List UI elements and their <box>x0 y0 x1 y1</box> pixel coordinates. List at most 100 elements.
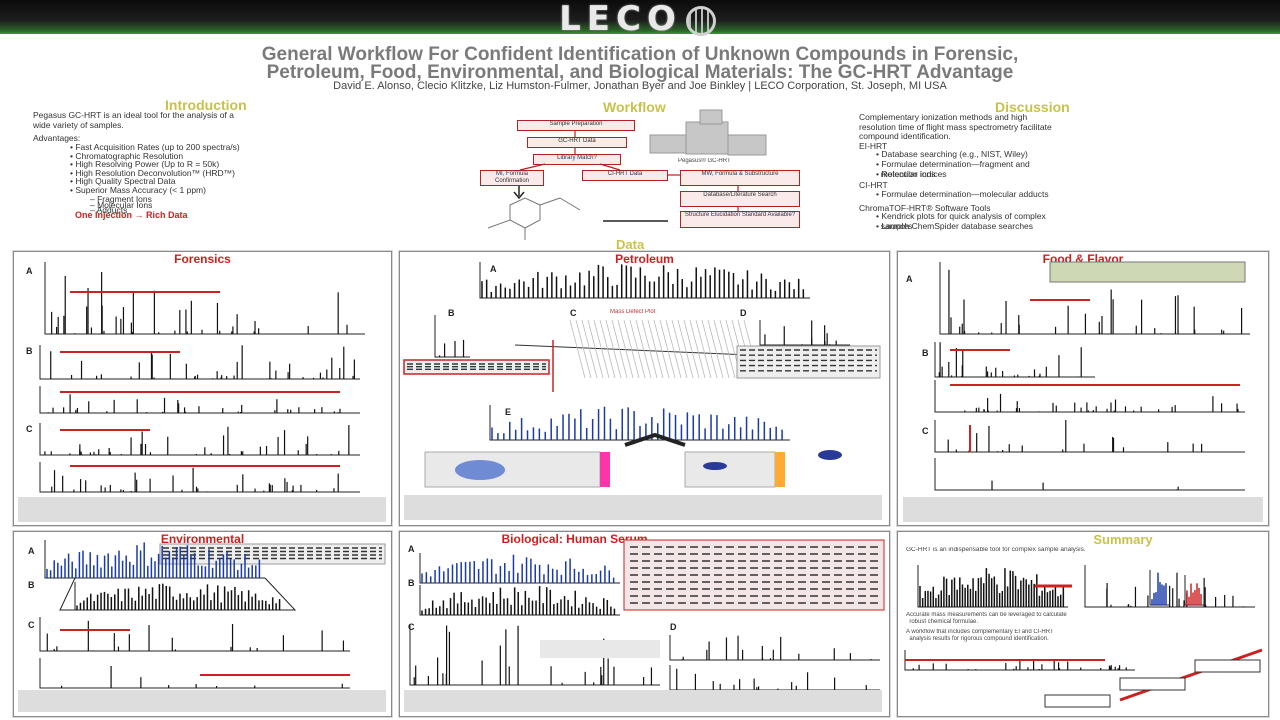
plot-axes <box>419 553 620 584</box>
plot-axes <box>39 462 360 493</box>
caption-block <box>903 497 1263 522</box>
advantages-label: Advantages: <box>33 133 81 143</box>
plot-axes <box>434 315 470 358</box>
mass-defect-line <box>635 319 652 379</box>
caption-block <box>18 497 386 522</box>
plot-axes <box>669 665 880 691</box>
connector <box>624 432 686 447</box>
data-table <box>736 345 881 379</box>
data-table <box>159 543 386 565</box>
panel-label: B <box>922 348 929 358</box>
ei-label: EI-HRT <box>859 141 888 151</box>
mass-defect-line <box>707 319 724 379</box>
plot-axes <box>409 625 660 686</box>
mass-defect-line <box>605 319 622 379</box>
intro-highlight: One Injection → Rich Data <box>75 210 188 220</box>
mass-defect-line <box>683 319 700 379</box>
summary-item: Accurate mass measurements can be levera… <box>906 612 1067 625</box>
panel-label: B <box>448 308 455 318</box>
contour-blob <box>818 450 842 460</box>
mass-defect-line <box>677 319 694 379</box>
plot-axes <box>39 423 360 456</box>
panel-label: B <box>28 580 35 590</box>
workflow-box: Library Match? <box>533 154 621 165</box>
advantage-item: • High Resolving Power (Up to R = 50k) <box>70 159 220 170</box>
zoom-lines <box>59 577 297 611</box>
plot-axes <box>934 458 1245 491</box>
panel-label: A <box>26 266 33 276</box>
plot-axes <box>479 262 810 299</box>
annotation-box <box>540 640 660 658</box>
color-scale <box>600 452 610 487</box>
plot-axes <box>39 658 350 689</box>
panel-label: B <box>26 346 33 356</box>
mass-defect-line <box>599 319 616 379</box>
panel-label: C <box>922 426 929 436</box>
advantage-subitem: – Molecular Ions <box>90 199 153 210</box>
panel-label: B <box>408 578 415 588</box>
globe-icon <box>685 5 716 36</box>
mass-defect-line <box>575 319 592 379</box>
ei-item: • Retention indices <box>876 169 947 179</box>
caption-block <box>18 690 386 712</box>
advantage-item: • High Quality Spectral Data <box>70 176 176 187</box>
poster-title-line1: General Workflow For Confident Identific… <box>261 44 1019 65</box>
plot-axes <box>44 262 365 335</box>
panel-label: C <box>28 620 35 630</box>
mass-defect-line <box>623 319 640 379</box>
advantage-item: • Fast Acquisition Rates (up to 200 spec… <box>70 142 240 152</box>
plot-axes <box>39 345 360 380</box>
mass-defect-line <box>671 319 688 379</box>
ei-item: • Formulae determination—fragment and mo… <box>876 159 1030 179</box>
ci-item: • Formulae determination—molecular adduc… <box>876 189 1049 199</box>
contour-plot <box>424 451 601 488</box>
workflow-box: Sample Preparation <box>517 120 635 131</box>
top-banner <box>0 0 1280 34</box>
forensics-title: Forensics <box>174 252 231 266</box>
introduction-lead: Pegasus GC-HRT is an ideal tool for the … <box>33 110 234 130</box>
plot-axes <box>489 405 790 441</box>
instrument-caption: Pegasus® GC-HRT <box>678 158 731 164</box>
leco-logo: LECO <box>505 2 770 36</box>
panel-label: A <box>408 544 415 554</box>
contour-blob <box>703 462 727 470</box>
panel-label: A <box>906 274 913 284</box>
mass-defect-line <box>647 319 664 379</box>
plot-axes <box>1084 565 1255 608</box>
workflow-box: MW, Formula & Substructure <box>680 170 800 186</box>
advantage-item: • Chromatographic Resolution <box>70 150 184 161</box>
data-heading: Data <box>616 237 645 252</box>
summary-item: A workflow that includes complementary E… <box>906 629 1054 642</box>
poster-title-line2: Petroleum, Food, Environmental, and Biol… <box>266 62 1014 83</box>
advantage-subitem: – Fragment Ions <box>90 194 152 204</box>
mass-defect-line <box>695 319 712 379</box>
mass-defect-line <box>593 319 610 379</box>
summary-title: Summary <box>1093 532 1153 547</box>
ei-item: • Database searching (e.g., NIST, Wiley) <box>876 149 1028 159</box>
panel-label: D <box>670 622 677 632</box>
summary-panel: Summary GC-HRT is an indispensable tool … <box>897 531 1269 717</box>
tools-label: ChromaTOF-HRT® Software Tools <box>859 203 991 213</box>
mass-defect-line <box>701 319 718 379</box>
mass-defect-line <box>611 319 628 379</box>
tools-item: • Kendrick plots for quick analysis of c… <box>876 211 1046 231</box>
annotation-box <box>1194 659 1261 673</box>
advantage-item: • Superior Mass Accuracy (< 1 ppm) <box>70 185 206 195</box>
mass-defect-line <box>629 319 646 379</box>
discussion-lead: Complementary ionization methods and hig… <box>859 112 1052 141</box>
annotation-box <box>1044 694 1111 708</box>
introduction-heading: Introduction <box>165 97 247 113</box>
plot-axes <box>939 262 1250 335</box>
annotation-box <box>1119 677 1186 691</box>
arrow-line <box>1119 648 1263 702</box>
plot-axes <box>934 420 1245 453</box>
logo-text: LECO <box>559 0 682 39</box>
highlight-box <box>403 359 550 375</box>
discussion-heading: Discussion <box>995 99 1070 115</box>
contour-blob <box>455 460 505 480</box>
food-panel: Food & Flavor A B C <box>897 251 1269 526</box>
plot-axes <box>669 635 880 661</box>
mass-defect-line <box>665 319 682 379</box>
mass-defect-line <box>641 319 658 379</box>
forensics-panel: Forensics A B C <box>13 251 392 526</box>
